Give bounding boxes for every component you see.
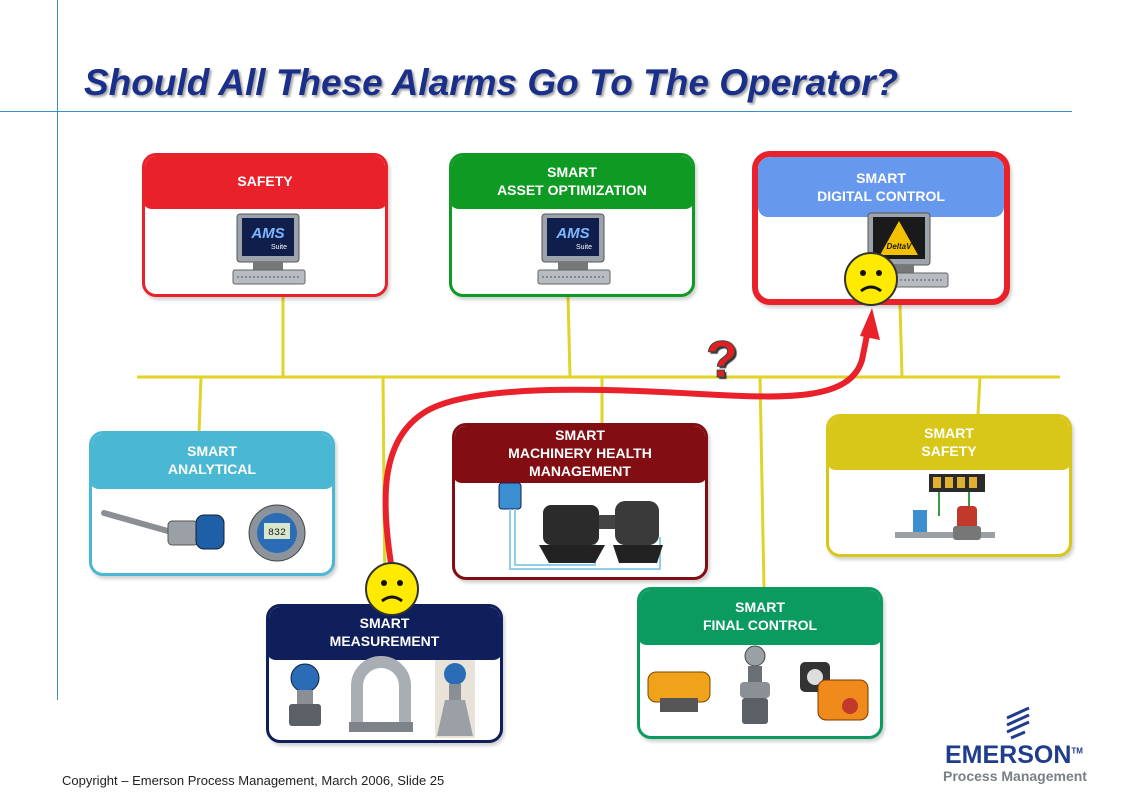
ams-monitor-icon: AMS Suite bbox=[232, 213, 306, 285]
box-safety: SAFETY AMS Suite bbox=[142, 153, 388, 297]
box-final-line-1: SMART bbox=[735, 599, 785, 615]
guide-line-horizontal bbox=[0, 111, 1072, 112]
ams-screen-text: AMS bbox=[250, 225, 284, 242]
box-measurement-line-2: MEASUREMENT bbox=[329, 633, 440, 649]
final-control-devices-icon bbox=[647, 645, 869, 724]
box-analytical-line-1: SMART bbox=[187, 443, 237, 459]
box-safety-header: SAFETY bbox=[145, 156, 385, 209]
deltav-logo-text: DeltaV bbox=[887, 242, 913, 251]
analyzer-display-text: 832 bbox=[268, 528, 286, 539]
machinery-icon bbox=[498, 482, 663, 570]
box-asset-optimization: SMART ASSET OPTIMIZATION AMS Suite bbox=[449, 153, 695, 297]
box-asset-header: SMART ASSET OPTIMIZATION bbox=[452, 156, 692, 209]
box-final-control: SMART FINAL CONTROL bbox=[637, 587, 883, 739]
box-final-line-2: FINAL CONTROL bbox=[702, 617, 818, 633]
box-digital-line-2: DIGITAL CONTROL bbox=[817, 188, 945, 204]
box-smart-safety-header: SMART SAFETY bbox=[829, 417, 1069, 470]
measurement-devices-icon bbox=[289, 656, 475, 738]
bus-drop-digital bbox=[898, 302, 904, 378]
analyzer-devices-icon: 832 bbox=[101, 504, 306, 562]
box-machinery-line-3: MANAGEMENT bbox=[529, 463, 631, 479]
emerson-logo-tm: TM bbox=[1071, 746, 1083, 756]
box-machinery-line-1: SMART bbox=[555, 427, 605, 443]
emerson-logo-word: EMERSONTM bbox=[945, 741, 1083, 770]
emerson-logo-tagline: Process Management bbox=[943, 768, 1087, 784]
bus-drop-analytical bbox=[197, 376, 203, 434]
bus-drop-asset bbox=[566, 294, 572, 378]
safety-system-icon bbox=[895, 474, 995, 540]
alarm-path-arrow bbox=[382, 327, 871, 579]
box-analytical-line-2: ANALYTICAL bbox=[167, 461, 257, 477]
box-measurement-header: SMART MEASUREMENT bbox=[269, 607, 500, 660]
sad-face-icon bbox=[844, 252, 898, 306]
box-measurement: SMART MEASUREMENT bbox=[266, 604, 503, 743]
box-digital-header: SMART DIGITAL CONTROL bbox=[758, 157, 1004, 217]
ams-screen-subtext: Suite bbox=[576, 244, 592, 251]
bus-drop-final bbox=[758, 376, 766, 589]
box-machinery-health: SMART MACHINERY HEALTH MANAGEMENT bbox=[452, 423, 708, 580]
box-digital-line-1: SMART bbox=[856, 170, 906, 186]
emerson-logo-name: EMERSON bbox=[945, 741, 1072, 769]
box-smart-safety-line-2: SAFETY bbox=[921, 443, 977, 459]
alarm-arrow-head bbox=[860, 308, 880, 340]
page-title: Should All These Alarms Go To The Operat… bbox=[84, 62, 899, 103]
question-mark: ? bbox=[706, 331, 739, 390]
box-safety-line-1: SAFETY bbox=[237, 173, 293, 189]
box-analytical-header: SMART ANALYTICAL bbox=[92, 434, 332, 489]
box-asset-line-2: ASSET OPTIMIZATION bbox=[497, 182, 647, 198]
ams-screen-subtext: Suite bbox=[271, 244, 287, 251]
box-machinery-line-2: MACHINERY HEALTH bbox=[508, 445, 652, 461]
sad-face-icon bbox=[365, 562, 419, 616]
box-machinery-header: SMART MACHINERY HEALTH MANAGEMENT bbox=[455, 426, 705, 483]
guide-line-vertical bbox=[57, 0, 58, 700]
bus-drop-smart-safety bbox=[976, 376, 982, 416]
emerson-logo-icon bbox=[1006, 706, 1030, 740]
box-measurement-line-1: SMART bbox=[359, 615, 410, 631]
box-smart-safety-line-1: SMART bbox=[924, 425, 974, 441]
emerson-logo: EMERSONTM Process Management bbox=[935, 704, 1095, 786]
box-analytical: SMART ANALYTICAL 832 bbox=[89, 431, 335, 576]
footer-copyright: Copyright – Emerson Process Management, … bbox=[62, 773, 445, 788]
network-bus bbox=[137, 294, 1060, 606]
box-final-header: SMART FINAL CONTROL bbox=[640, 590, 880, 645]
box-asset-line-1: SMART bbox=[547, 164, 597, 180]
deltav-monitor-icon: DeltaV bbox=[867, 212, 949, 288]
box-smart-safety: SMART SAFETY bbox=[826, 414, 1072, 557]
ams-monitor-icon: AMS Suite bbox=[537, 213, 611, 285]
ams-screen-text: AMS bbox=[555, 225, 589, 242]
